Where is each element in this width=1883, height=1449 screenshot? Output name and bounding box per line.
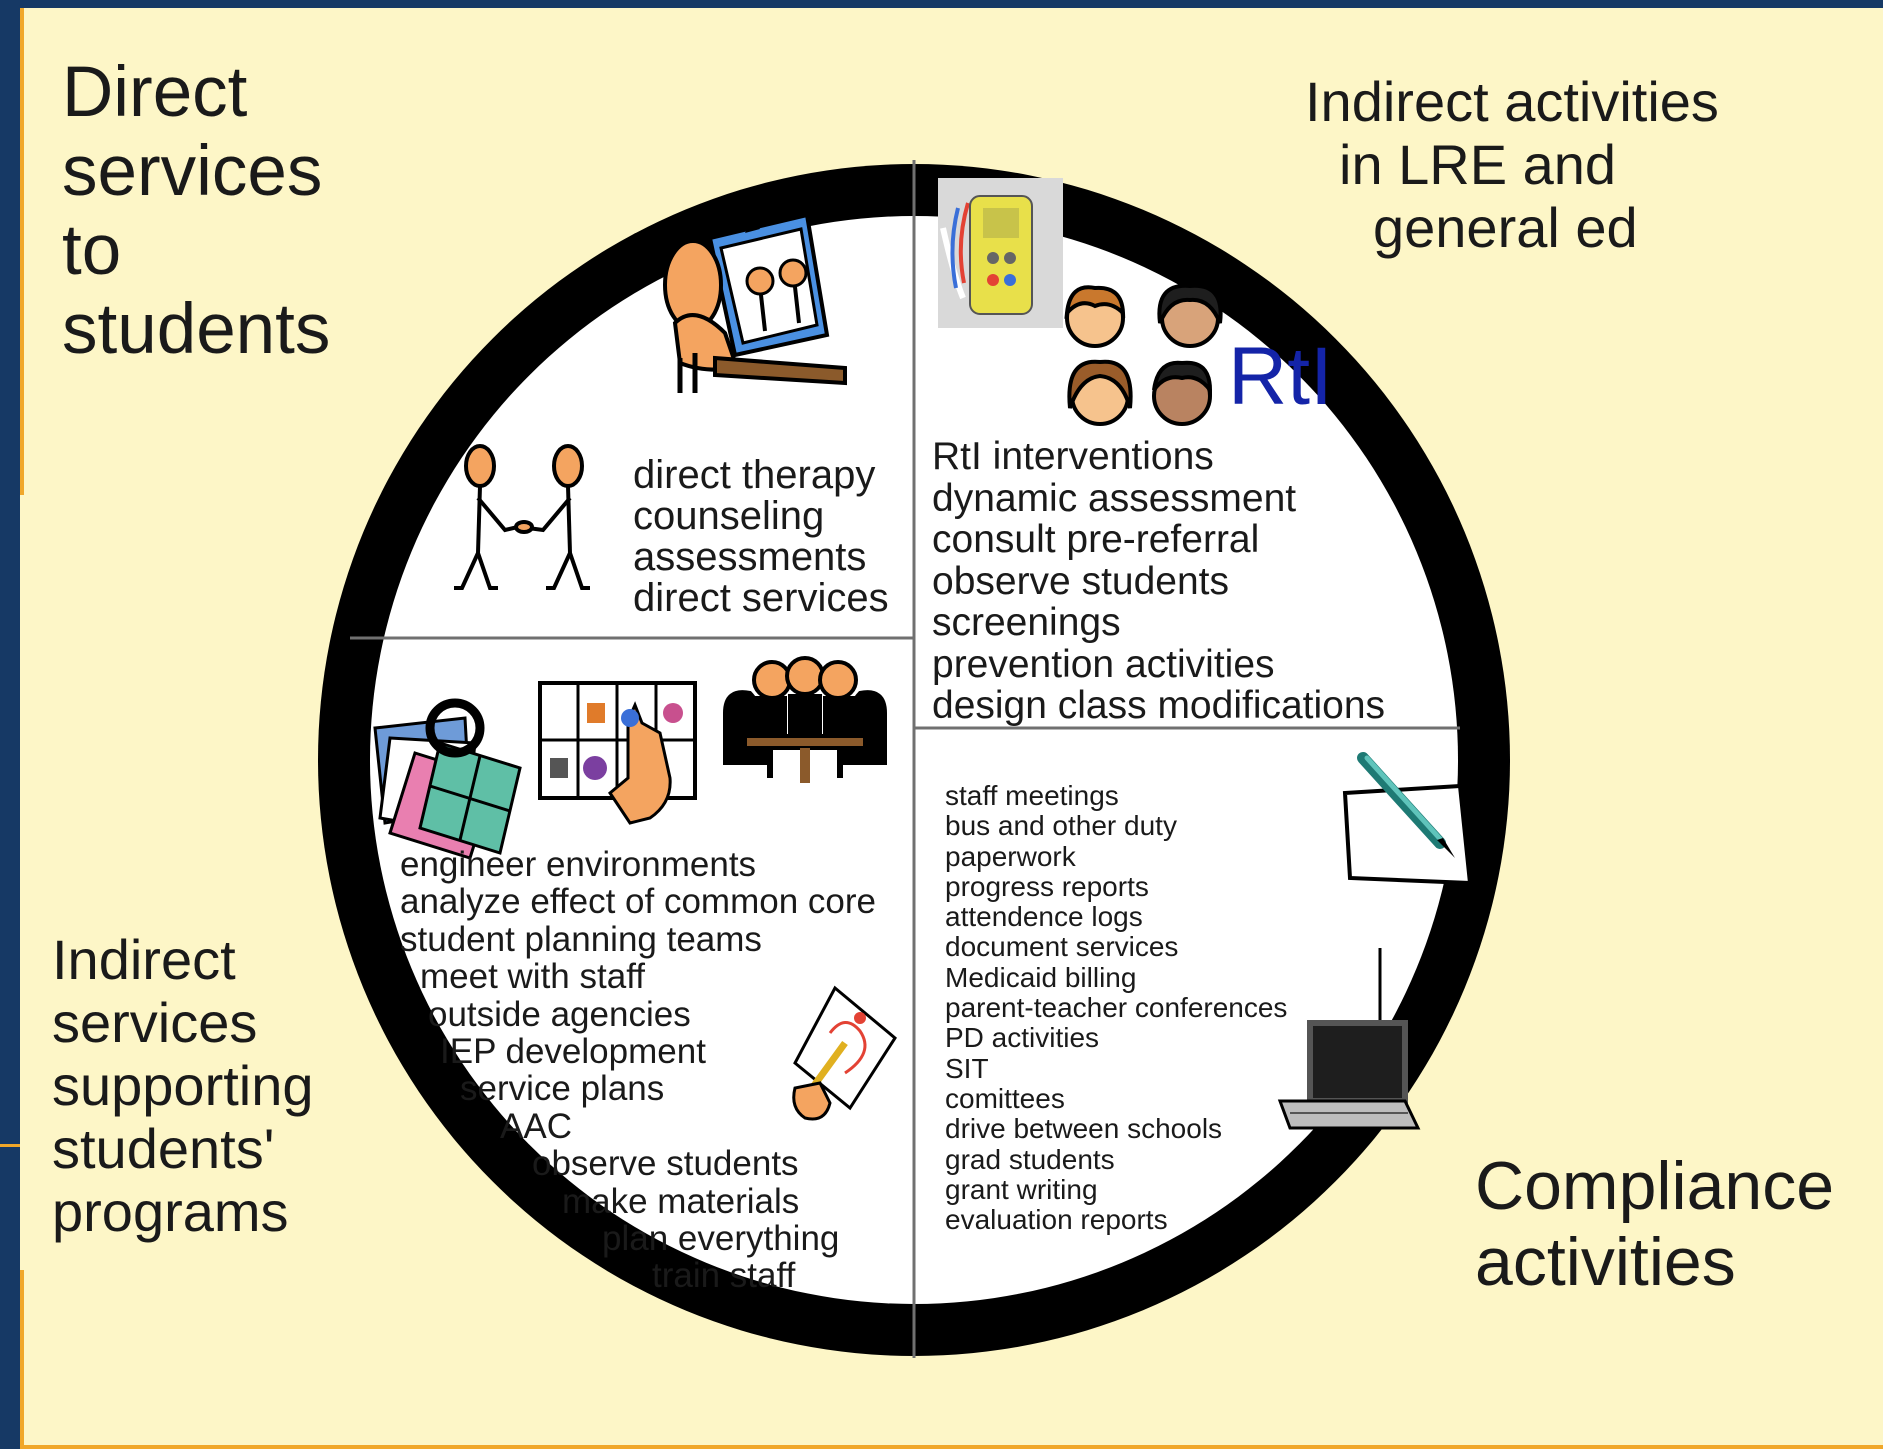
title-line: Compliance — [1475, 1148, 1835, 1224]
list-item: direct services — [633, 576, 889, 620]
title-line: supporting — [52, 1054, 314, 1117]
list-item: bus and other duty — [945, 810, 1177, 842]
title-line: Indirect activities — [1305, 70, 1719, 133]
title-line: students' — [52, 1117, 275, 1180]
list-item: consult pre-referral — [932, 518, 1260, 561]
pen-paper-icon — [1342, 752, 1473, 886]
title-line: services — [52, 991, 258, 1054]
picture-cards-icon — [373, 698, 522, 860]
list-item: meet with staff — [420, 957, 646, 997]
list-item: engineer environments — [400, 845, 757, 884]
list-item: progress reports — [945, 870, 1149, 902]
laptop-icon — [1277, 948, 1421, 1130]
title-line: to — [62, 211, 122, 290]
list-item: evaluation reports — [945, 1204, 1168, 1236]
list-item: drive between schools — [945, 1113, 1223, 1145]
list-item: grant writing — [945, 1173, 1098, 1205]
list-item: dynamic assessment — [932, 476, 1297, 520]
title-line: Indirect — [52, 928, 236, 991]
list-item: analyze effect of common core — [400, 882, 876, 922]
indirect-supporting-list: engineer environments analyze effect of … — [400, 846, 876, 1295]
list-item: make materials — [562, 1181, 800, 1221]
list-item: outside agencies — [428, 994, 691, 1034]
title-line: Direct — [62, 53, 248, 132]
list-item: Medicaid billing — [945, 961, 1137, 993]
list-item: comittees — [945, 1082, 1065, 1114]
indirect-lre-title: Indirect activities in LRE and general e… — [1305, 70, 1719, 259]
compliance-title: Compliance activities — [1475, 1148, 1834, 1300]
list-item: student planning teams — [400, 919, 762, 959]
list-item: prevention activities — [932, 642, 1275, 686]
indirect-lre-list: RtI interventions dynamic assessment con… — [932, 436, 1385, 727]
title-line: general ed — [1373, 196, 1638, 259]
list-item: screenings — [932, 601, 1121, 644]
quadrant-dividers — [350, 160, 1460, 1358]
student-group-icon — [1064, 283, 1223, 426]
direct-services-list: direct therapy counseling assessments di… — [633, 455, 889, 619]
list-item: RtI interventions — [932, 435, 1214, 478]
team-meeting-icon — [723, 656, 887, 783]
list-item: observe students — [532, 1144, 799, 1184]
list-item: PD activities — [945, 1022, 1100, 1054]
title-line: students — [62, 290, 331, 369]
compliance-list: staff meetings bus and other duty paperw… — [945, 780, 1288, 1236]
list-item: counseling — [633, 494, 825, 538]
accent-line-left — [20, 8, 24, 495]
list-item: service plans — [460, 1069, 665, 1109]
title-line: in LRE and — [1339, 133, 1617, 196]
list-item: design class modifications — [932, 684, 1386, 727]
accent-line-bottom — [20, 1445, 1883, 1449]
communication-device-icon — [938, 178, 1063, 328]
accent-line-left-lower — [20, 1270, 24, 1449]
list-item: paperwork — [945, 840, 1076, 872]
handshake-icon — [454, 444, 590, 590]
list-item: direct therapy — [633, 453, 876, 497]
title-line: programs — [52, 1180, 289, 1243]
rti-badge: RtI — [1228, 331, 1333, 422]
list-item: attendence logs — [945, 901, 1143, 933]
drawing-icon — [792, 985, 897, 1121]
indirect-supporting-title: Indirect services supporting students' p… — [52, 928, 314, 1243]
therapy-session-icon — [663, 206, 847, 393]
list-item: staff meetings — [945, 780, 1119, 811]
list-item: grad students — [945, 1143, 1115, 1175]
list-item: plan everything — [602, 1219, 840, 1259]
slide: Direct services to students Indirect act… — [20, 8, 1883, 1449]
title-line: activities — [1475, 1224, 1736, 1300]
title-line: services — [62, 132, 323, 211]
list-item: parent-teacher conferences — [945, 992, 1288, 1024]
list-item: observe students — [932, 559, 1230, 603]
list-item: SIT — [945, 1052, 989, 1084]
communication-board-icon — [538, 681, 697, 825]
list-item: IEP development — [440, 1032, 706, 1072]
frame-accent-tick — [0, 1144, 20, 1147]
service-delivery-pie — [318, 160, 1510, 1358]
list-item: document services — [945, 931, 1179, 963]
list-item: assessments — [633, 535, 867, 579]
direct-services-title: Direct services to students — [62, 53, 330, 369]
list-item: train staff — [652, 1256, 796, 1296]
list-item: AAC — [500, 1106, 572, 1146]
